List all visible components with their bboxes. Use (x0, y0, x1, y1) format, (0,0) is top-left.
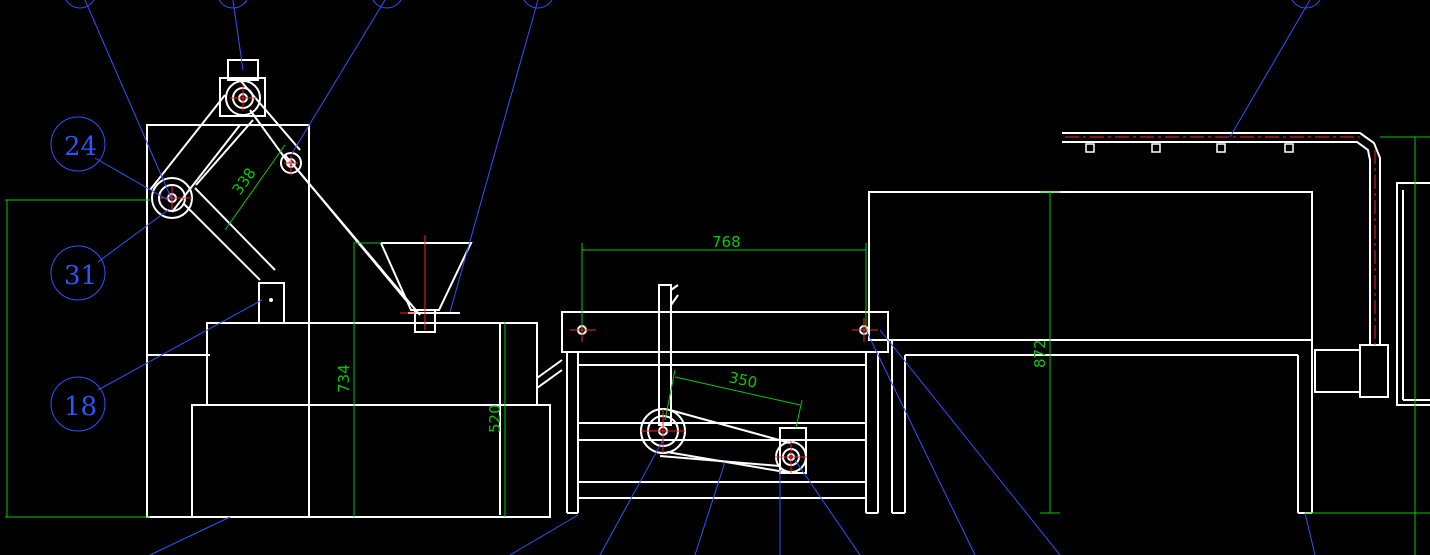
leader-lines (84, 0, 1316, 555)
balloon-31: 31 (50, 245, 106, 301)
svg-text:24: 24 (64, 132, 97, 162)
dim-520: 520 (486, 404, 504, 433)
svg-text:18: 18 (64, 392, 97, 422)
svg-text:31: 31 (64, 261, 97, 291)
left-machine (146, 59, 563, 518)
dim-350: 350 (727, 368, 759, 392)
dim-872: 872 (1031, 339, 1049, 368)
dim-768: 768 (712, 233, 741, 251)
dim-734: 734 (335, 364, 353, 393)
right-machine (868, 132, 1430, 514)
balloon-18: 18 (50, 376, 106, 432)
dim-338: 338 (229, 165, 260, 199)
balloon-24: 24 (50, 116, 106, 172)
middle-table (561, 284, 889, 514)
dimension-lines (5, 136, 1430, 555)
top-balloons (65, 0, 1321, 9)
